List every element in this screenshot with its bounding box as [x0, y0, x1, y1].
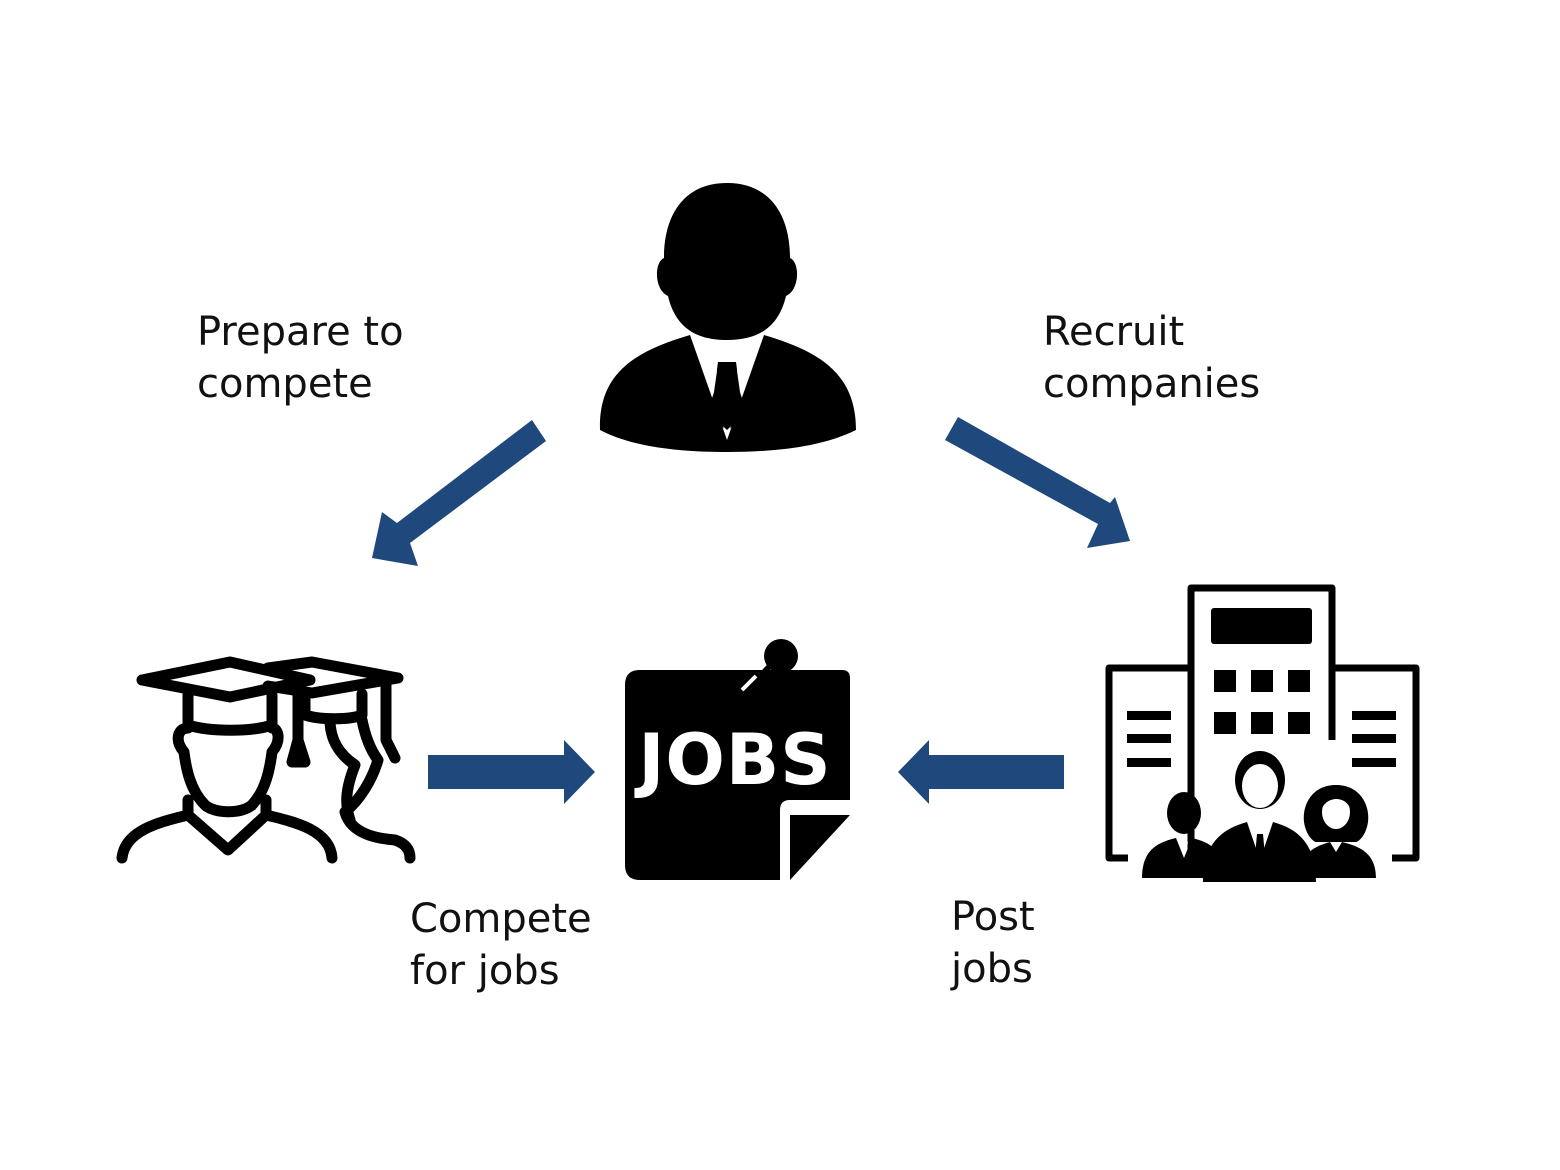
arrow-graduates-to-jobs: [428, 740, 595, 804]
jobs-board-icon: [625, 639, 850, 880]
arrow-to-graduates: [372, 420, 546, 566]
label-line: Compete: [410, 896, 592, 942]
label-line: Prepare to: [197, 309, 404, 355]
label-line: companies: [1043, 361, 1261, 407]
label-line: Recruit: [1043, 309, 1185, 355]
businessman-icon: [599, 183, 856, 452]
label-compete-for-jobs: Compete for jobs: [410, 893, 592, 997]
label-line: jobs: [951, 946, 1033, 992]
label-post-jobs: Post jobs: [951, 891, 1035, 995]
jobs-board-text: JOBS: [638, 719, 832, 801]
graduates-icon: [116, 656, 416, 864]
arrow-to-companies: [945, 417, 1130, 548]
label-line: Post: [951, 894, 1035, 940]
label-recruit-companies: Recruit companies: [1043, 306, 1260, 410]
label-line: compete: [197, 361, 373, 407]
arrow-companies-to-jobs: [898, 740, 1064, 804]
label-line: for jobs: [410, 948, 560, 994]
company-building-icon: [1105, 584, 1420, 882]
label-prepare-to-compete: Prepare to compete: [197, 306, 404, 410]
